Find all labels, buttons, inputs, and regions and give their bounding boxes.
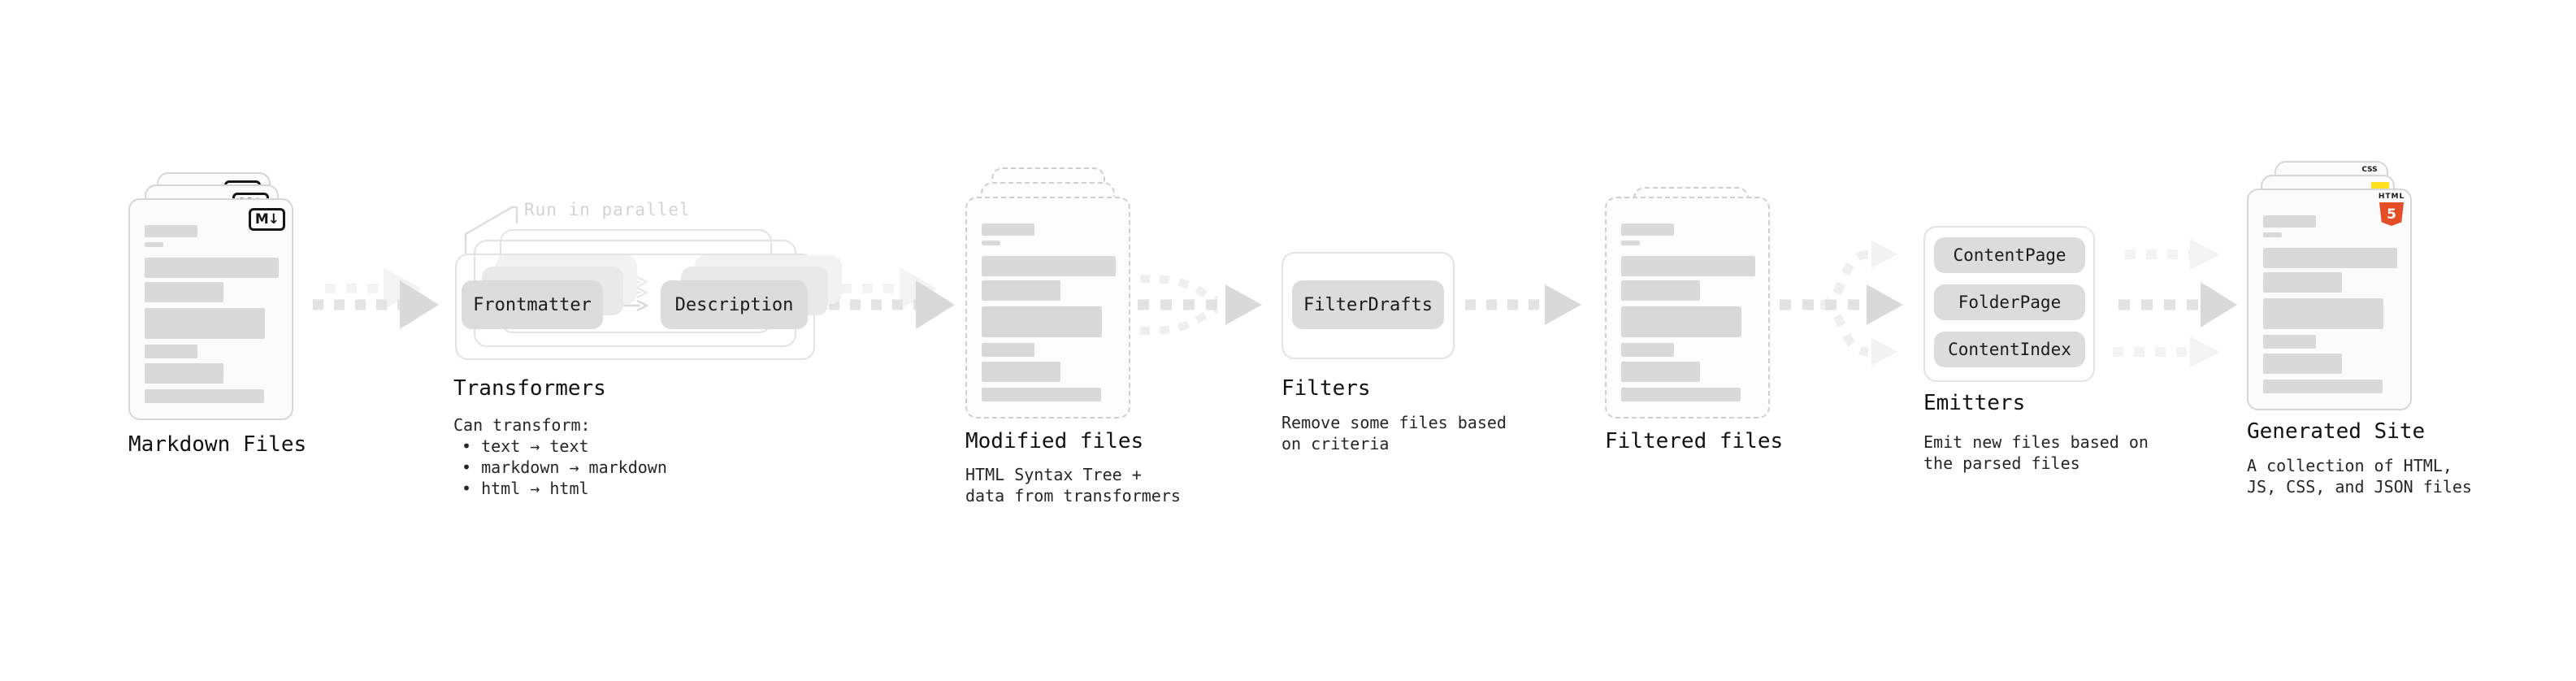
caption-line: Remove some files based [1281, 413, 1507, 432]
transform-capability-item: • html → html [462, 479, 589, 498]
file-card: HTML 5 [2247, 189, 2412, 410]
modified-files-label: Modified files [965, 429, 1144, 453]
filters-caption: Remove some files based on criteria [1281, 412, 1507, 454]
transformers-label: Transformers [453, 376, 606, 401]
filters-label: Filters [1281, 376, 1371, 401]
caption-line: the parsed files [1923, 453, 2080, 473]
transformers-caption-title: Can transform: [453, 415, 591, 435]
markdown-icon: M↓ [248, 208, 285, 231]
transform-capability-item: • text → text [462, 436, 589, 456]
transform-capability-item: • markdown → markdown [462, 458, 667, 477]
emitters-label: Emitters [1923, 391, 2026, 415]
transformers-caption: Can transform: • text → text • markdown … [453, 414, 667, 499]
run-in-parallel-connector [464, 206, 518, 254]
flow-arrow-filters-to-filtered [1465, 284, 1581, 325]
flow-arrow-modified-to-filters [1138, 275, 1262, 335]
emitters-box [1923, 226, 2095, 382]
caption-line: data from transformers [965, 486, 1181, 505]
filters-box [1281, 252, 1455, 359]
html5-icon: HTML 5 [2378, 193, 2405, 226]
transformer-node-description: Description [661, 280, 808, 329]
generated-site-label: Generated Site [2247, 419, 2426, 444]
file-card [965, 197, 1130, 419]
caption-line: JS, CSS, and JSON files [2247, 477, 2472, 497]
file-card: M↓ [128, 198, 293, 420]
filter-node-filterdrafts: FilterDrafts [1292, 280, 1444, 329]
transformer-node-frontmatter: Frontmatter [462, 280, 603, 329]
caption-line: A collection of HTML, [2247, 456, 2452, 475]
file-card [1605, 197, 1770, 419]
run-in-parallel-note: Run in parallel [524, 200, 691, 219]
emitter-node-contentpage: ContentPage [1934, 237, 2085, 273]
caption-line: HTML Syntax Tree + [965, 465, 1142, 484]
modified-files-caption: HTML Syntax Tree + data from transformer… [965, 464, 1181, 506]
flow-arrow-transformers-to-modified [829, 267, 955, 329]
flow-arrow-emitters-to-generated [2113, 239, 2237, 367]
emitter-node-contentindex: ContentIndex [1934, 332, 2085, 367]
caption-line: on criteria [1281, 434, 1390, 453]
emitter-node-folderpage: FolderPage [1934, 284, 2085, 320]
flow-arrow-markdown-to-transformers [313, 267, 439, 329]
generated-site-caption: A collection of HTML, JS, CSS, and JSON … [2247, 455, 2472, 497]
markdown-files-label: Markdown Files [128, 432, 307, 457]
caption-line: Emit new files based on [1923, 432, 2149, 452]
js-icon [2371, 182, 2389, 191]
flow-arrow-filtered-to-emitters [1780, 241, 1903, 366]
filtered-files-label: Filtered files [1605, 429, 1784, 453]
emitters-caption: Emit new files based on the parsed files [1923, 432, 2149, 474]
